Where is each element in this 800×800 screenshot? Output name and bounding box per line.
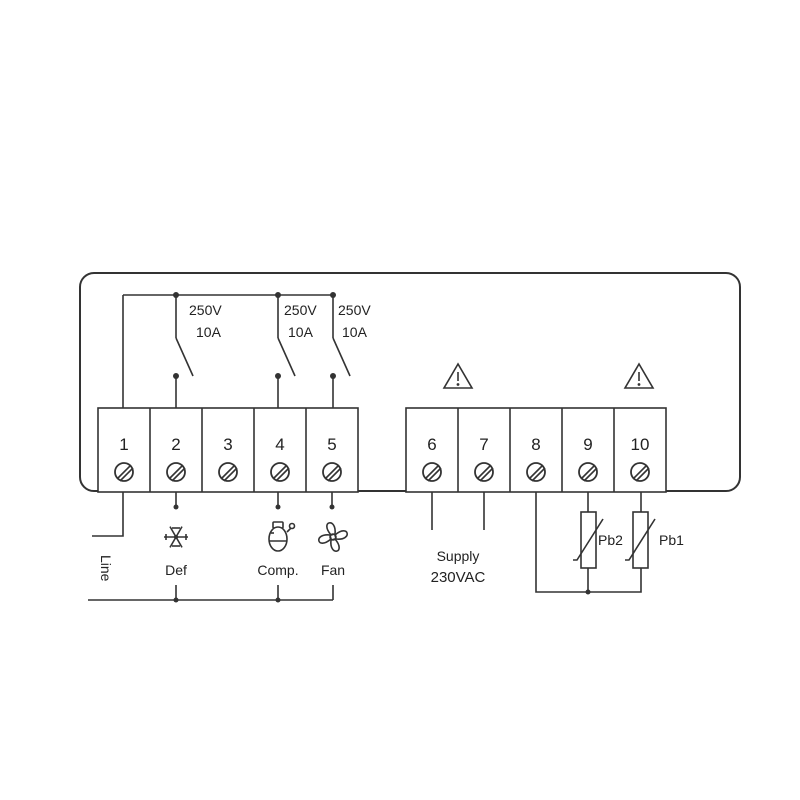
screw-icon: [578, 462, 598, 482]
fan-label: Fan: [321, 562, 345, 578]
relay-1-voltage: 250V: [189, 302, 222, 318]
screw-icon: [474, 462, 494, 482]
screw-icon: [270, 462, 290, 482]
terminal-block-left: [97, 407, 359, 493]
screw-icon: [166, 462, 186, 482]
pb1-label: Pb1: [659, 532, 684, 548]
warning-triangle-icon: [623, 362, 655, 389]
pb2-label: Pb2: [598, 532, 623, 548]
relay-contact-defrost: [173, 295, 194, 408]
fan-icon: [318, 522, 348, 552]
terminal-number-9: 9: [583, 435, 592, 454]
screw-icon: [322, 462, 342, 482]
relay-2-voltage: 250V: [284, 302, 317, 318]
pb1-thermistor-icon: [625, 511, 656, 569]
screw-icon: [218, 462, 238, 482]
supply-voltage: 230VAC: [431, 569, 486, 586]
screw-icon: [526, 462, 546, 482]
relay-common-wiring: [122, 292, 336, 408]
terminal-number-2: 2: [171, 435, 180, 454]
relay-contact-fan: [330, 295, 351, 408]
relay-2-current: 10A: [288, 324, 314, 340]
supply-label: Supply: [437, 548, 480, 564]
snowflake-icon: [164, 526, 188, 548]
line-label: Line: [98, 555, 114, 582]
supply-wiring: [431, 492, 485, 530]
defrost-label: Def: [165, 562, 187, 578]
screw-icon: [630, 462, 650, 482]
terminal-number-8: 8: [531, 435, 540, 454]
terminal-number-1: 1: [119, 435, 128, 454]
compressor-icon: [268, 521, 296, 552]
pb2-thermistor-icon: [573, 511, 604, 569]
terminal-number-5: 5: [327, 435, 336, 454]
relay-3-voltage: 250V: [338, 302, 371, 318]
relay-contact-compressor: [275, 295, 296, 408]
relay-1-current: 10A: [196, 324, 222, 340]
relay-3-current: 10A: [342, 324, 368, 340]
terminal-number-4: 4: [275, 435, 284, 454]
compressor-label: Comp.: [257, 562, 298, 578]
terminal-number-3: 3: [223, 435, 232, 454]
terminal-screws: [114, 462, 650, 482]
warning-triangle-icon: [442, 362, 474, 389]
screw-icon: [114, 462, 134, 482]
terminal-number-10: 10: [631, 435, 650, 454]
terminal-number-7: 7: [479, 435, 488, 454]
screw-icon: [422, 462, 442, 482]
external-load-wiring: [88, 492, 335, 603]
terminal-number-6: 6: [427, 435, 436, 454]
probe-wiring: [535, 492, 642, 595]
